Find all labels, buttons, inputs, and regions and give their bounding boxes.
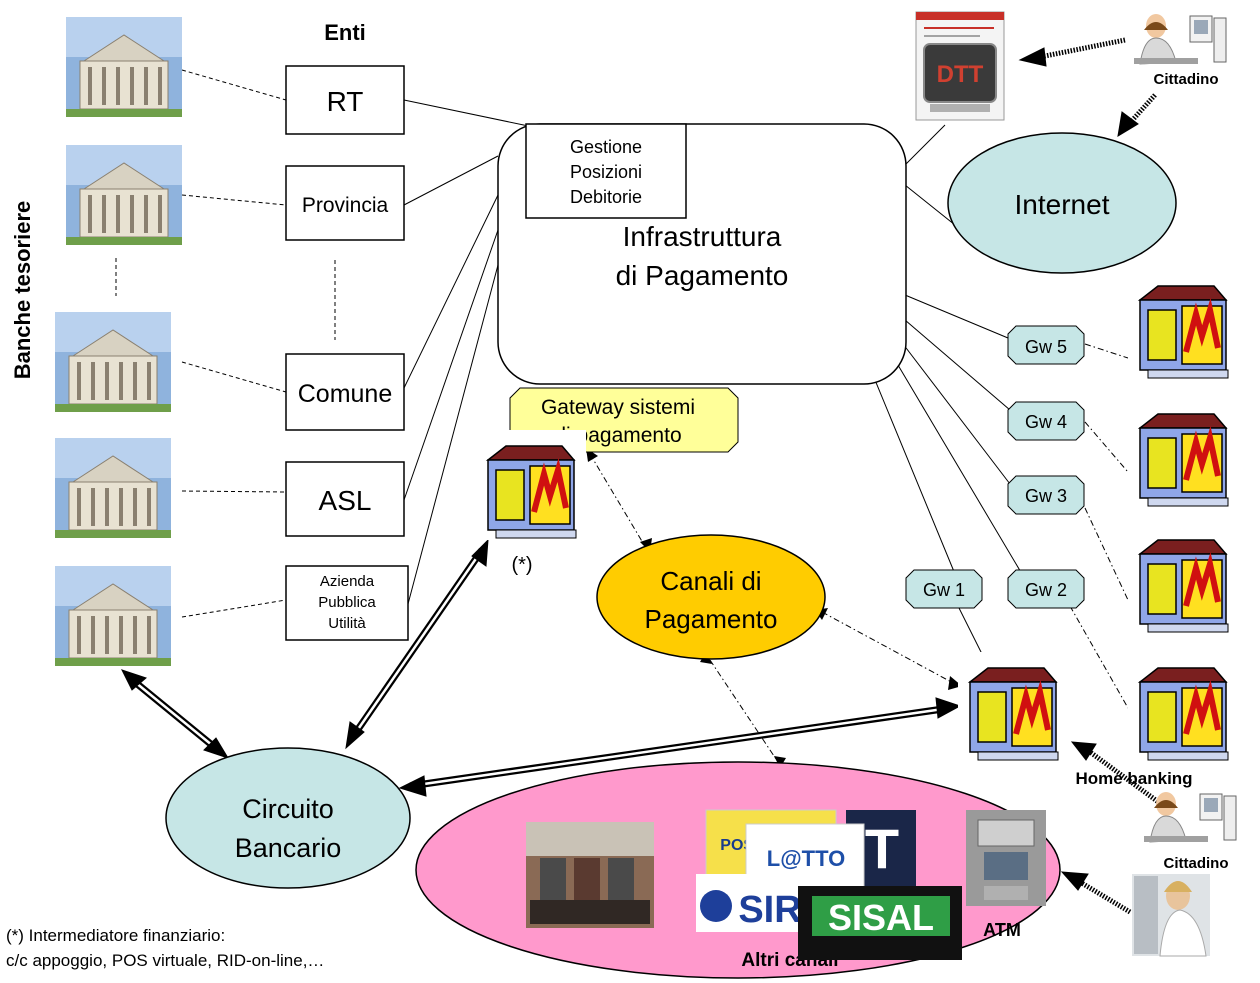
circuito-bancario: Circuito Bancario: [165, 747, 411, 889]
gw4-bank-icon: [1128, 398, 1238, 508]
gateway-label-2: di pagamento: [554, 424, 681, 447]
gw-2: Gw 2: [1007, 569, 1085, 609]
gw5-bank-icon: [1128, 270, 1238, 380]
hatched-arrows: [1018, 37, 1174, 915]
link-azienda-infra: [407, 264, 499, 605]
gpd-label-2: Posizioni: [570, 162, 642, 182]
ente-azienda-label-3: Utilità: [328, 615, 366, 632]
asterisk-label: (*): [511, 554, 532, 576]
double-arrows: [121, 538, 962, 797]
link-provincia-infra: [403, 155, 499, 206]
enti-heading: Enti: [324, 20, 366, 45]
gw-3-label: Gw 3: [1025, 486, 1067, 506]
arrow-circuito-intermediario: [345, 538, 489, 750]
home-banking-label: Home banking: [1075, 769, 1192, 788]
supermarket-photo: [526, 822, 654, 928]
intermediario-bank-icon: [476, 430, 586, 540]
gw-4: Gw 4: [1007, 401, 1085, 441]
ente-azienda-label-1: Azienda: [320, 573, 375, 590]
canali-label-2: Pagamento: [645, 604, 778, 634]
bank-building-image-3: [54, 311, 172, 413]
ente-comune-box: Comune: [285, 353, 405, 431]
atm-label: ATM: [983, 920, 1021, 940]
ente-rt-label: RT: [327, 86, 364, 117]
gw-links: [589, 343, 1129, 763]
gw3-bank-icon: [1128, 524, 1238, 634]
atm-photo: [966, 810, 1046, 906]
banche-tesoriere-group: [54, 16, 183, 667]
ente-asl-label: ASL: [319, 485, 372, 516]
circuito-label-1: Circuito: [242, 794, 334, 824]
ente-azienda-label-2: Pubblica: [318, 594, 376, 611]
tabacchi-logo-text: T: [865, 817, 899, 880]
bank-building-image-2: [65, 144, 183, 246]
link-rt-infra: [403, 99, 539, 129]
link-comune-infra: [403, 194, 499, 389]
gw-1: Gw 1: [905, 569, 983, 609]
sir-logo: SIR: [696, 874, 808, 932]
infra-links: [874, 124, 1023, 661]
cittadino-top-label: Cittadino: [1154, 71, 1219, 88]
internet-label: Internet: [1015, 189, 1110, 220]
cittadino-bottom-label: Cittadino: [1164, 855, 1229, 872]
canali-label-1: Canali di: [660, 566, 761, 596]
circuito-label-2: Bancario: [235, 833, 342, 863]
banche-tesoriere-label: Banche tesoriere: [10, 201, 35, 380]
dtt-screen-text: DTT: [937, 61, 984, 88]
bank-building-image-1: [65, 16, 183, 118]
lotto-logo-text: L@TTO: [767, 846, 845, 871]
link-asl-infra: [403, 229, 499, 501]
ente-comune-label: Comune: [298, 380, 393, 408]
ente-provincia-box: Provincia: [285, 165, 405, 241]
gw2-bank-icon: [1128, 652, 1238, 762]
gw-3: Gw 3: [1007, 475, 1085, 515]
gw-1-label: Gw 1: [923, 580, 965, 600]
cittadino-top-icon: [1133, 13, 1227, 65]
gw-4-label: Gw 4: [1025, 412, 1067, 432]
arrow-banche-circuito: [121, 669, 230, 759]
gestione-posizioni-debitorie-box: Gestione Posizioni Debitorie: [525, 123, 687, 219]
enti-links: [403, 99, 539, 605]
gw-5: Gw 5: [1007, 325, 1085, 365]
canali-pagamento: Canali di Pagamento: [596, 534, 826, 660]
home-banking-bank-icon: [958, 652, 1068, 762]
gateway-label-1: Gateway sistemi: [541, 396, 695, 419]
ente-azienda-box: Azienda Pubblica Utilità: [285, 565, 409, 641]
woman-atm-photo: [1132, 874, 1210, 957]
dtt-image: DTT: [915, 11, 1005, 121]
gpd-label-3: Debitorie: [570, 187, 642, 207]
sir-logo-text: SIR: [738, 889, 801, 931]
gw-5-label: Gw 5: [1025, 337, 1067, 357]
arrow-circuito-homebanking: [398, 697, 962, 797]
cittadino-bottom-icon: [1143, 791, 1237, 843]
bank-building-image-5: [54, 565, 172, 667]
ente-provincia-label: Provincia: [302, 194, 389, 217]
bank-building-image-4: [54, 437, 172, 539]
sisal-logo: SISAL: [798, 886, 962, 960]
banche-links: [115, 69, 336, 618]
internet-node: Internet: [947, 132, 1177, 274]
gpd-label-1: Gestione: [570, 137, 642, 157]
ente-rt-box: RT: [285, 65, 405, 135]
footnote-line-1: (*) Intermediatore finanziario:: [6, 926, 225, 945]
gw-2-label: Gw 2: [1025, 580, 1067, 600]
infrastruttura-label-2: di Pagamento: [616, 260, 789, 291]
ente-asl-box: ASL: [285, 461, 405, 537]
footnote-line-2: c/c appoggio, POS virtuale, RID-on-line,…: [6, 951, 324, 970]
sisal-logo-text: SISAL: [828, 897, 934, 938]
infrastruttura-label-1: Infrastruttura: [623, 221, 782, 252]
